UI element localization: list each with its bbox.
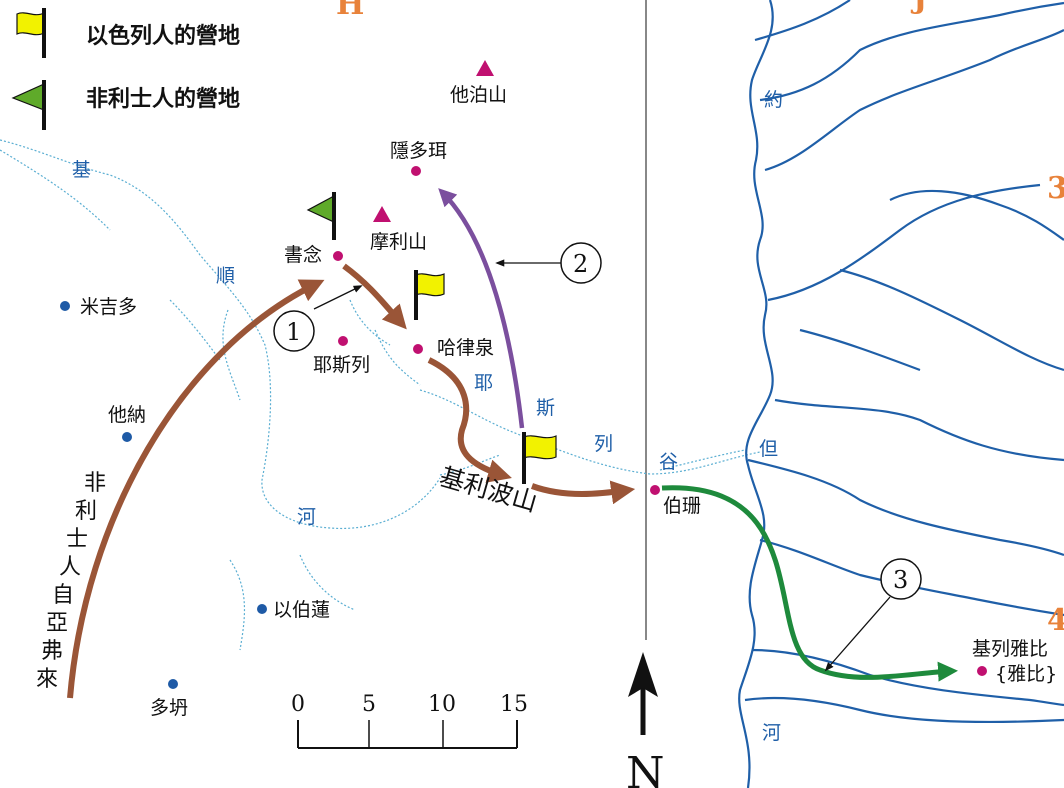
scale-tick-15: 15 <box>500 692 528 717</box>
dothan-dot <box>168 679 178 689</box>
callout-3-number: 3 <box>893 566 908 594</box>
callout-1 <box>273 310 315 352</box>
label-bethshan: 伯珊 <box>663 495 701 517</box>
philistine-flag-icon <box>11 80 46 130</box>
moreh-peak-icon <box>373 206 391 222</box>
grid-ref-3: 3 <box>1047 171 1064 206</box>
israel-camp-gilboa-flag-icon <box>522 432 557 484</box>
scale-tick-10: 10 <box>428 692 456 717</box>
legend: 以色列人的營地 非利士人的營地 <box>11 8 240 130</box>
route-label-char-8: 來 <box>36 667 58 692</box>
saul-route <box>438 188 525 429</box>
endor-dot <box>411 166 421 176</box>
callout-1-number: 1 <box>286 318 301 346</box>
route-label-char-5: 自 <box>52 583 74 608</box>
callout-3 <box>880 558 922 600</box>
tabor-peak-icon <box>476 60 494 76</box>
label-valley-3: 列 <box>594 433 613 455</box>
shunem-dot <box>333 251 343 261</box>
label-jabesh-alt: {雅比} <box>995 663 1057 685</box>
philistine-route-label: 非 利 士 人 自 亞 弗 來 <box>36 471 106 692</box>
label-jezreel: 耶斯列 <box>313 354 370 376</box>
route-gilboa-bethshan <box>530 480 636 505</box>
north-label: N <box>626 748 665 788</box>
legend-philistine: 非利士人的營地 <box>86 86 240 112</box>
label-ibleam: 以伯蓮 <box>273 599 330 621</box>
label-kishon-2: 順 <box>216 265 235 287</box>
creek-network <box>0 139 761 651</box>
philistine-route <box>67 279 325 699</box>
label-valley-4: 谷 <box>659 451 678 473</box>
label-jordan-2: 但 <box>759 438 778 460</box>
callout-1-pointer <box>313 285 363 310</box>
route-shunem-harod <box>342 263 407 330</box>
route-label-char-7: 弗 <box>41 639 63 664</box>
label-taanach: 他納 <box>108 404 146 426</box>
route-label-char-1: 非 <box>84 471 106 496</box>
megiddo-dot <box>60 301 70 311</box>
route-label-char-4: 人 <box>59 555 81 580</box>
label-tabor: 他泊山 <box>450 84 507 106</box>
label-dothan: 多坍 <box>150 697 188 719</box>
taanach-dot <box>122 432 132 442</box>
route-label-char-6: 亞 <box>46 611 68 636</box>
scale-bar: 0 5 10 15 <box>291 692 528 749</box>
bethshan-dot <box>650 485 660 495</box>
label-kishon-3: 河 <box>297 506 316 528</box>
grid-ref-j: J <box>910 0 927 16</box>
label-jordan-3: 河 <box>762 722 781 744</box>
route-label-char-2: 利 <box>75 499 97 524</box>
ibleam-dot <box>257 604 267 614</box>
route-harod-gilboa <box>427 357 512 483</box>
callout-3-pointer <box>824 596 891 672</box>
harod-dot <box>413 344 423 354</box>
philistine-camp-flag-icon <box>306 192 336 240</box>
label-harod: 哈律泉 <box>437 337 494 359</box>
label-moreh: 摩利山 <box>370 231 427 253</box>
route-label-char-3: 士 <box>66 527 88 552</box>
scale-tick-0: 0 <box>291 692 305 717</box>
label-valley-2: 斯 <box>536 397 555 419</box>
jabesh-dot <box>977 666 987 676</box>
callout-2-number: 2 <box>573 250 588 278</box>
label-endor: 隱多珥 <box>390 140 447 162</box>
grid-ref-4: 4 <box>1047 603 1064 638</box>
label-shunem: 書念 <box>284 243 322 266</box>
callout-2 <box>560 242 602 284</box>
grid-ref-h: H <box>336 0 364 22</box>
label-jordan-1: 約 <box>764 89 783 111</box>
jezreel-dot <box>338 336 348 346</box>
israel-camp-harod-flag-icon <box>414 270 445 320</box>
return-route <box>661 485 958 682</box>
label-kishon-1: 基 <box>72 159 91 181</box>
scale-tick-5: 5 <box>362 692 376 717</box>
label-megiddo: 米吉多 <box>80 296 137 318</box>
legend-israel: 以色列人的營地 <box>86 23 240 49</box>
label-jabesh: 基列雅比 <box>972 638 1048 660</box>
label-valley-1: 耶 <box>474 372 493 394</box>
israel-flag-icon <box>16 8 46 58</box>
north-arrow-icon <box>628 652 658 735</box>
